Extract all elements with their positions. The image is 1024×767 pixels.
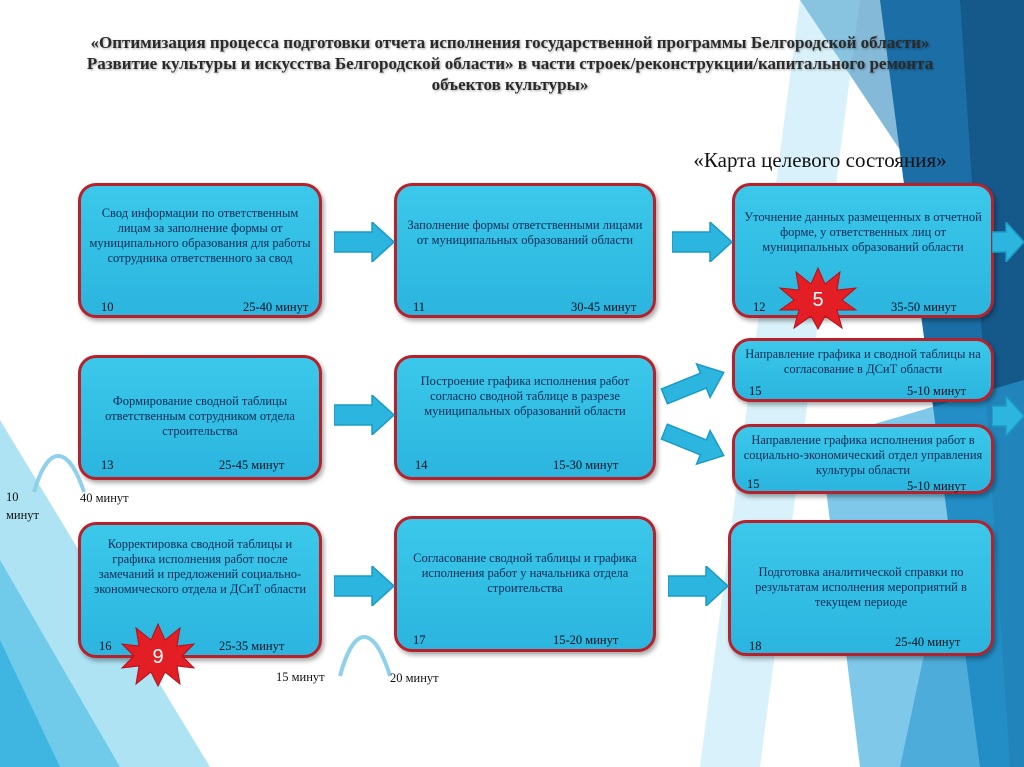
burst-label: 5 (812, 289, 823, 311)
step-time: 25-35 минут (219, 639, 285, 653)
step-number: 13 (101, 458, 114, 472)
starburst-icon: 5 (778, 266, 858, 330)
step-time: 25-45 минут (219, 458, 285, 472)
arrow-right-icon (992, 222, 1024, 262)
page-title: «Оптимизация процесса подготовки отчета … (86, 33, 934, 94)
step-text: Подготовка аналитической справки по резу… (755, 565, 967, 609)
step-text: Формирование сводной таблицы ответственн… (105, 394, 295, 438)
step-text: Согласование сводной таблицы и графика и… (413, 551, 637, 595)
step-number: 16 (99, 639, 112, 653)
step-time: 15-20 минут (553, 633, 619, 647)
step-text: Заполнение формы ответственными лицами о… (407, 218, 643, 247)
step-box-14: Построение графика исполнения работ согл… (394, 355, 656, 480)
arrow-up-right-icon (660, 362, 725, 405)
arrow-right-icon (334, 222, 396, 262)
step-time: 25-40 минут (243, 300, 309, 314)
step-number: 10 (101, 300, 114, 314)
step-time: 5-10 минут (907, 384, 967, 398)
step-text: Корректировка сводной таблицы и графика … (93, 537, 307, 596)
step-number: 14 (415, 458, 428, 472)
step-time: 25-40 минут (895, 635, 961, 649)
step-box-10: Свод информации по ответственным лицам з… (78, 183, 322, 318)
step-time: 30-45 минут (571, 300, 637, 314)
step-box-17: Согласование сводной таблицы и графика и… (394, 516, 656, 652)
step-box-18: Подготовка аналитической справки по резу… (728, 520, 994, 656)
step-number: 15 (747, 477, 760, 491)
time-range-curve-bottom (338, 635, 392, 677)
arrow-right-icon (334, 395, 396, 435)
step-text: Построение графика исполнения работ согл… (420, 374, 630, 418)
step-box-15b: Направление графика исполнения работ в с… (732, 424, 994, 494)
step-number: 12 (753, 300, 766, 314)
step-number: 15 (749, 384, 762, 398)
step-time: 35-50 минут (891, 300, 957, 314)
step-box-16: Корректировка сводной таблицы и графика … (78, 522, 322, 658)
step-time: 5-10 минут (907, 479, 967, 493)
step-text: Направление графика исполнения работ в с… (743, 433, 983, 477)
page-subtitle: «Карта целевого состояния» (693, 148, 947, 172)
starburst-icon: 9 (120, 622, 196, 688)
burst-label: 9 (152, 646, 163, 668)
step-number: 17 (413, 633, 426, 647)
arrow-right-icon (992, 396, 1024, 436)
arrow-down-right-icon (660, 423, 725, 466)
curve-left-to: 40 минут (80, 491, 129, 505)
arrow-right-icon (334, 566, 396, 606)
step-box-12: Уточнение данных размещенных в отчетной … (732, 183, 994, 318)
step-box-15a: Направление графика и сводной таблицы на… (732, 338, 994, 402)
step-number: 11 (413, 300, 426, 314)
step-number: 18 (749, 639, 762, 653)
step-text: Свод информации по ответственным лицам з… (89, 206, 311, 265)
curve-bottom-from: 15 минут (276, 670, 325, 684)
arrow-right-icon (668, 566, 730, 606)
curve-left-from: 10 (6, 490, 19, 504)
step-text: Направление графика и сводной таблицы на… (745, 347, 981, 376)
step-box-11: Заполнение формы ответственными лицами о… (394, 183, 656, 318)
step-text: Уточнение данных размещенных в отчетной … (744, 210, 982, 254)
curve-bottom-to: 20 минут (390, 671, 439, 685)
step-time: 15-30 минут (553, 458, 619, 472)
arrow-right-icon (672, 222, 734, 262)
step-box-13: Формирование сводной таблицы ответственн… (78, 355, 322, 480)
time-range-curve-left (32, 454, 86, 493)
curve-left-from-unit: минут (6, 508, 40, 522)
